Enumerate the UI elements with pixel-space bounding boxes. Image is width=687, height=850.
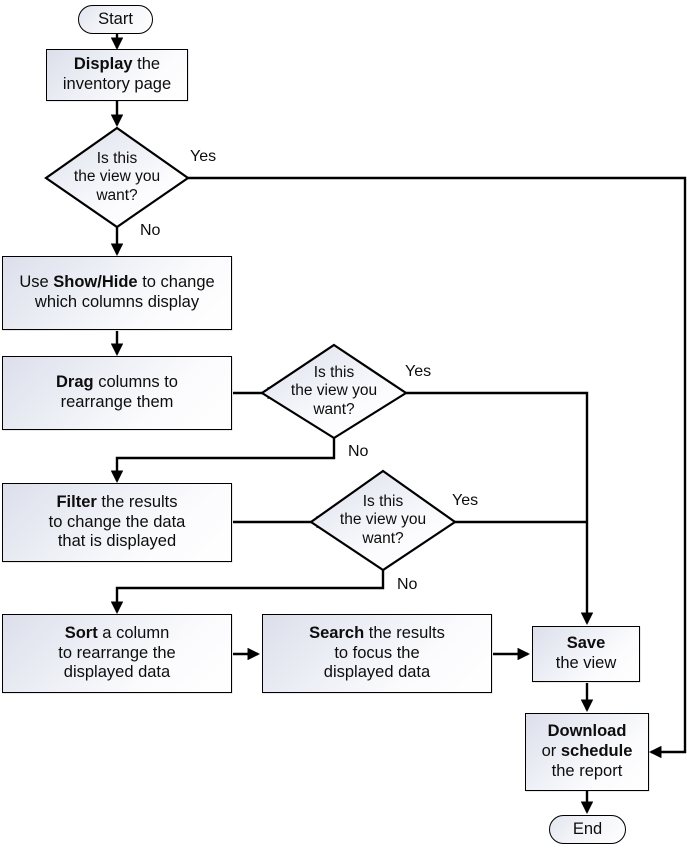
- node-download-line2-bold: schedule: [560, 742, 633, 761]
- node-decision-view-1-line2: the view you: [73, 168, 161, 186]
- edge-label-yes-1: Yes: [190, 148, 217, 165]
- node-decision-view-3-line2: the view you: [339, 511, 427, 529]
- node-display-inventory[interactable]: Display the inventory page: [46, 49, 188, 101]
- node-filter-line1-rest: the results: [96, 492, 178, 511]
- node-search-text: Search the results to focus the displaye…: [309, 624, 445, 683]
- node-show-hide-columns[interactable]: Use Show/Hide to change which columns di…: [2, 256, 232, 330]
- node-show-hide-line1-bold: Show/Hide: [53, 273, 138, 292]
- edge-label-no-3: No: [397, 576, 418, 593]
- node-download-text: Download or schedule the report: [542, 722, 633, 781]
- node-filter-line3: that is displayed: [57, 532, 177, 551]
- node-display-line1-rest: the: [132, 55, 161, 74]
- node-start-label: Start: [98, 9, 133, 28]
- node-sort-line3: displayed data: [63, 663, 171, 682]
- edge-decision2-no-filter: [110, 438, 336, 483]
- node-display-text: Display the inventory page: [63, 55, 171, 95]
- node-display-line2: inventory page: [62, 75, 172, 93]
- node-end-label: End: [572, 819, 603, 838]
- node-drag-text: Drag columns to rearrange them: [56, 373, 178, 413]
- node-decision-view-3[interactable]: Is this the view you want?: [311, 471, 455, 570]
- node-end[interactable]: End: [549, 815, 626, 844]
- node-sort-column[interactable]: Sort a column to rearrange the displayed…: [2, 614, 232, 693]
- node-decision-view-3-line3: want?: [362, 529, 404, 547]
- node-decision-view-1-line1: Is this: [96, 149, 138, 167]
- node-show-hide-line1-rest: to change: [137, 273, 215, 292]
- node-search-line2: to focus the: [334, 643, 420, 662]
- node-show-hide-line2: which columns display: [34, 293, 200, 311]
- node-show-hide-line1-pre: Use: [19, 273, 54, 292]
- node-decision-view-1[interactable]: Is this the view you want?: [46, 128, 188, 227]
- node-download-schedule-report[interactable]: Download or schedule the report: [525, 713, 649, 791]
- edge-decision3-no-sort: [110, 570, 385, 614]
- node-drag-line1-rest: columns to: [93, 373, 178, 392]
- node-show-hide-text: Use Show/Hide to change which columns di…: [19, 273, 214, 313]
- node-filter-line1-bold: Filter: [56, 492, 97, 511]
- node-start[interactable]: Start: [78, 5, 153, 34]
- node-decision-view-3-text: Is this the view you want?: [327, 493, 439, 549]
- node-save-line2: the view: [555, 654, 617, 672]
- node-filter-results[interactable]: Filter the results to change the data th…: [2, 483, 232, 562]
- edge-label-yes-3: Yes: [452, 492, 479, 509]
- node-download-line1-bold: Download: [547, 722, 627, 741]
- node-search-results[interactable]: Search the results to focus the displaye…: [262, 614, 492, 693]
- node-filter-text: Filter the results to change the data th…: [49, 493, 186, 552]
- node-decision-view-2-line2: the view you: [290, 382, 378, 400]
- node-decision-view-1-text: Is this the view you want?: [62, 150, 173, 206]
- edge-label-yes-2: Yes: [405, 363, 432, 380]
- node-decision-view-1-line3: want?: [96, 186, 138, 204]
- node-sort-line2: to rearrange the: [58, 643, 176, 662]
- node-sort-text: Sort a column to rearrange the displayed…: [58, 624, 175, 683]
- node-drag-line2: rearrange them: [60, 393, 174, 411]
- node-save-view[interactable]: Save the view: [532, 626, 640, 682]
- node-drag-line1-bold: Drag: [56, 373, 94, 392]
- edge-label-no-1: No: [140, 222, 161, 239]
- node-decision-view-2-text: Is this the view you want?: [278, 364, 390, 420]
- node-download-line2-pre: or: [541, 742, 561, 761]
- node-download-line3: the report: [551, 761, 623, 780]
- node-search-line3: displayed data: [323, 663, 431, 682]
- node-save-line1-bold: Save: [566, 634, 606, 653]
- node-filter-line2: to change the data: [48, 512, 186, 531]
- node-decision-view-2[interactable]: Is this the view you want?: [262, 345, 406, 438]
- node-save-text: Save the view: [556, 634, 617, 674]
- edge-label-no-2: No: [348, 443, 369, 460]
- node-drag-columns[interactable]: Drag columns to rearrange them: [2, 356, 232, 430]
- node-sort-line1-bold: Sort: [64, 623, 98, 642]
- node-display-line1-bold: Display: [73, 55, 133, 74]
- node-decision-view-2-line1: Is this: [313, 363, 355, 381]
- node-search-line1-rest: the results: [364, 623, 445, 642]
- node-search-line1-bold: Search: [309, 623, 365, 642]
- node-sort-line1-rest: a column: [97, 623, 170, 642]
- node-decision-view-2-line3: want?: [313, 400, 355, 418]
- node-decision-view-3-line1: Is this: [362, 492, 404, 510]
